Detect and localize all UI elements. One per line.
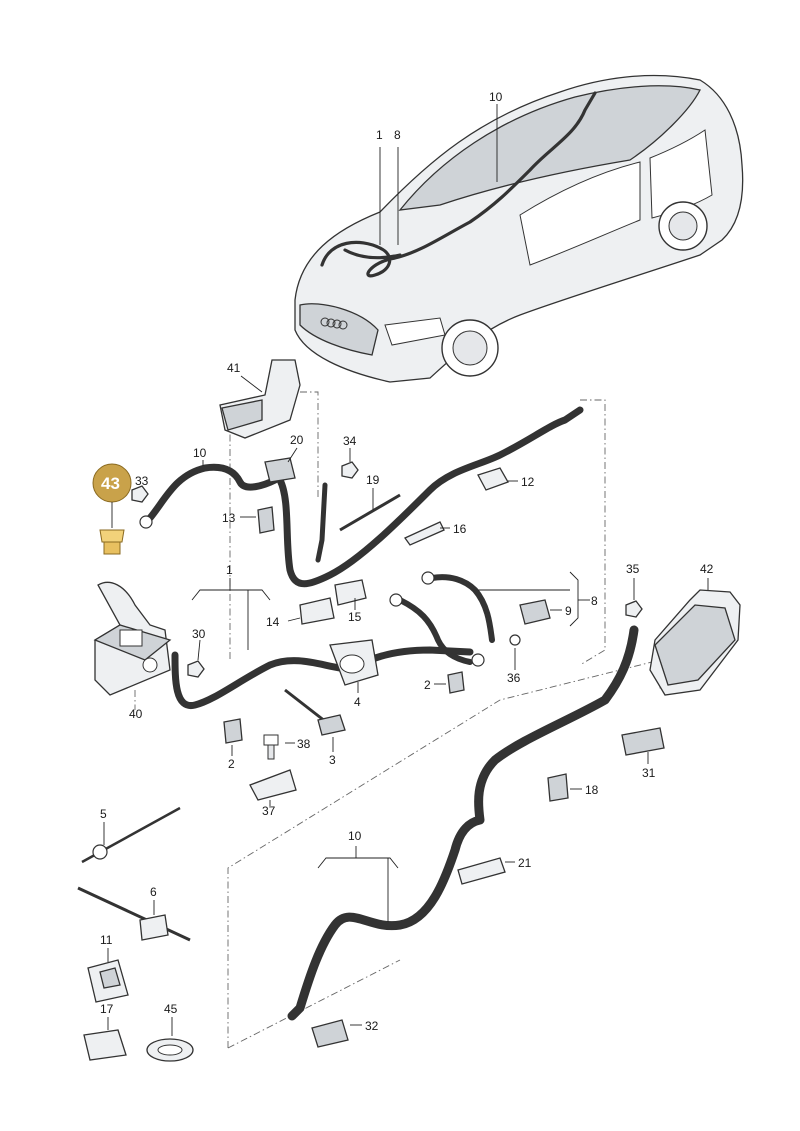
callout-43: 43 xyxy=(101,474,120,493)
callout-32: 32 xyxy=(365,1019,379,1033)
callout-2-left: 2 xyxy=(228,757,235,771)
callout-30: 30 xyxy=(192,627,206,641)
callout-17: 17 xyxy=(100,1002,114,1016)
callout-33: 33 xyxy=(135,474,149,488)
callout-38: 38 xyxy=(297,737,311,751)
callout-12: 12 xyxy=(521,475,535,489)
callout-13: 13 xyxy=(222,511,236,525)
callout-31: 31 xyxy=(642,766,656,780)
callout-11: 11 xyxy=(100,933,113,947)
car-illustration xyxy=(294,74,744,383)
callout-41: 41 xyxy=(227,361,241,375)
part-40-fusebox xyxy=(93,581,172,696)
callout-21: 21 xyxy=(518,856,532,870)
callout-10-car: 10 xyxy=(489,90,503,104)
callout-15: 15 xyxy=(348,610,362,624)
callout-8-right: 8 xyxy=(591,594,598,608)
part-20-terminal xyxy=(264,457,296,483)
part-43-cap xyxy=(99,529,125,555)
callout-1-car: 1 xyxy=(376,128,383,142)
callout-5: 5 xyxy=(100,807,107,821)
callout-35: 35 xyxy=(626,562,640,576)
callout-18: 18 xyxy=(585,783,599,797)
callout-42: 42 xyxy=(700,562,714,576)
callout-8-car: 8 xyxy=(394,128,401,142)
callout-2-right: 2 xyxy=(424,678,431,692)
callout-9: 9 xyxy=(565,604,572,618)
callout-16: 16 xyxy=(453,522,467,536)
part-42-cover xyxy=(649,589,741,696)
callout-10-mid: 10 xyxy=(193,446,207,460)
callout-14: 14 xyxy=(266,615,280,629)
callout-40: 40 xyxy=(129,707,143,721)
callout-20: 20 xyxy=(290,433,304,447)
callout-34: 34 xyxy=(343,434,357,448)
callout-6: 6 xyxy=(150,885,157,899)
callout-4: 4 xyxy=(354,695,361,709)
callout-37: 37 xyxy=(262,804,276,818)
part-41-bracket xyxy=(219,359,301,439)
callout-45: 45 xyxy=(164,1002,178,1016)
callout-19: 19 xyxy=(366,473,380,487)
callout-3: 3 xyxy=(329,753,336,767)
callout-36: 36 xyxy=(507,671,521,685)
callout-10-low: 10 xyxy=(348,829,362,843)
callout-1-mid: 1 xyxy=(226,563,233,577)
